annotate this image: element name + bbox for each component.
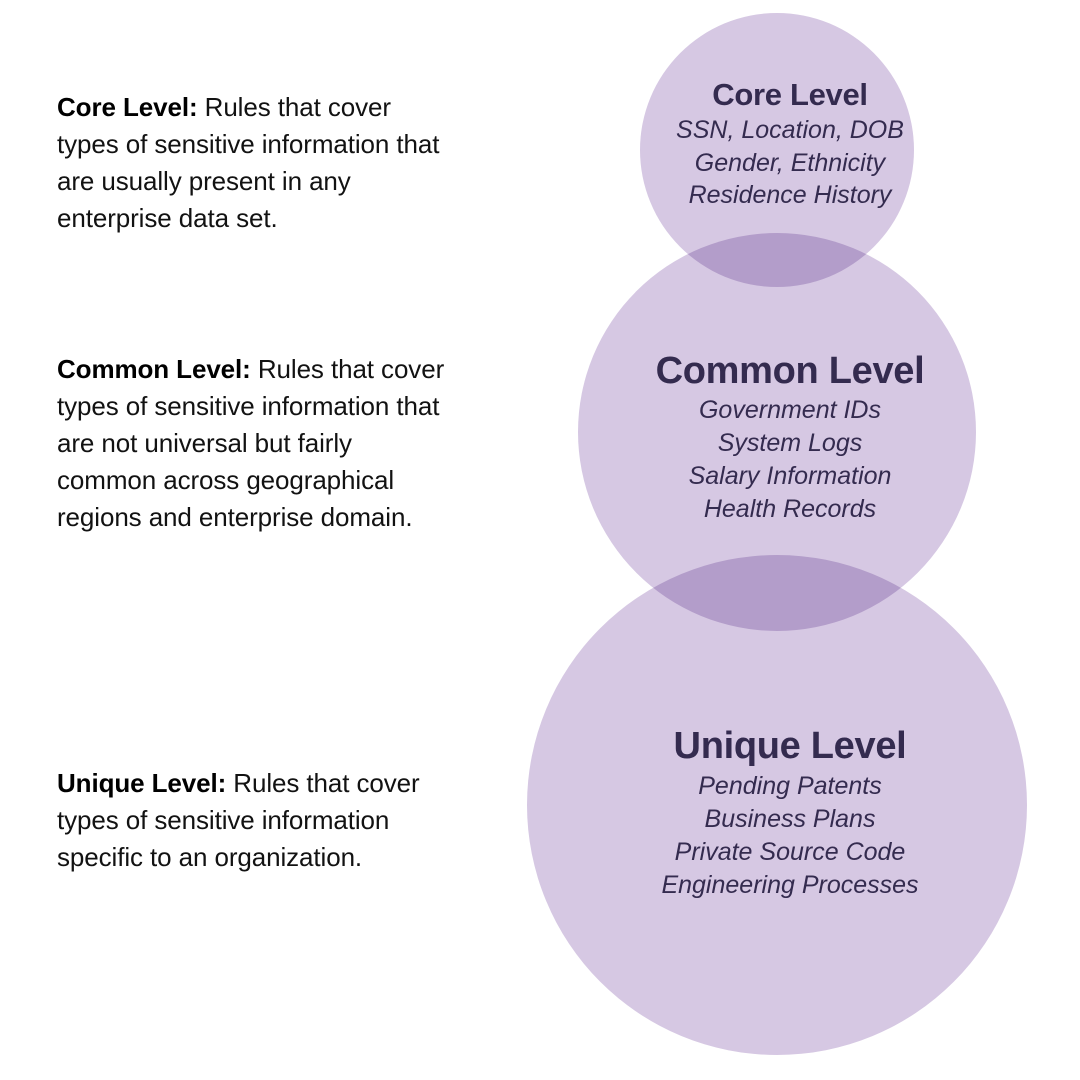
description-unique: Unique Level: Rules that cover types of … bbox=[57, 765, 452, 876]
description-common: Common Level: Rules that cover types of … bbox=[57, 351, 452, 536]
circle-unique bbox=[527, 555, 1027, 1055]
description-unique-body: Rules that cover types of sensitive info… bbox=[57, 768, 420, 872]
description-core: Core Level: Rules that cover types of se… bbox=[57, 89, 452, 237]
circle-common bbox=[578, 233, 976, 631]
description-common-lead: Common Level: bbox=[57, 354, 251, 384]
description-common-body: Rules that cover types of sensitive info… bbox=[57, 354, 445, 532]
description-unique-lead: Unique Level: bbox=[57, 768, 227, 798]
venn-diagram: Core Level SSN, Location, DOB Gender, Et… bbox=[500, 0, 1080, 1080]
circle-core bbox=[640, 13, 914, 287]
description-core-body: Rules that cover types of sensitive info… bbox=[57, 92, 440, 233]
descriptions-column: Core Level: Rules that cover types of se… bbox=[57, 0, 457, 1080]
description-core-lead: Core Level: bbox=[57, 92, 198, 122]
venn-circles-svg bbox=[527, 13, 1027, 1055]
